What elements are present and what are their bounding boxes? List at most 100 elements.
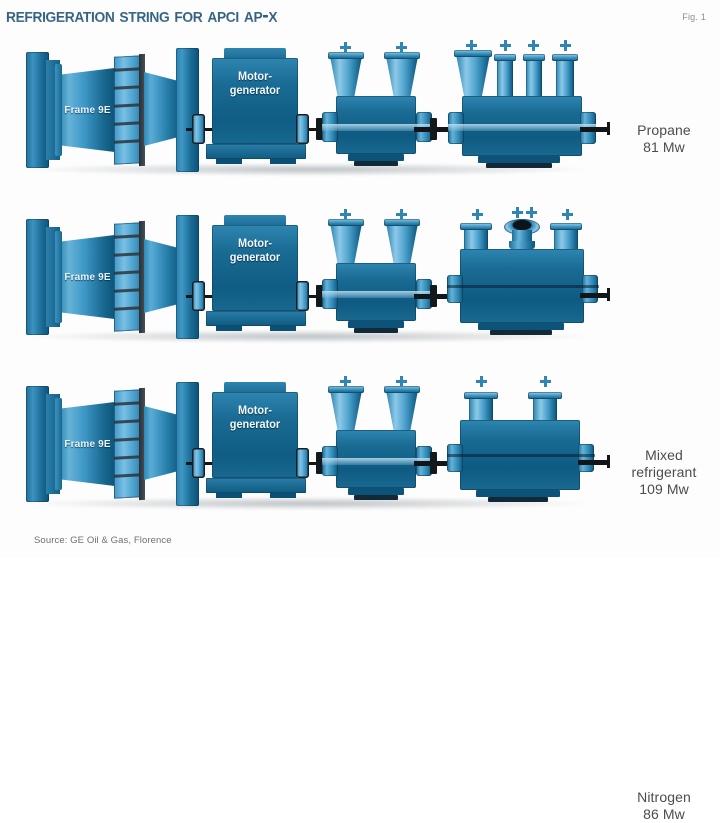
page-title: Refrigeration string for APCI AP-X [6, 4, 278, 27]
output-terminator [607, 455, 610, 468]
coupling-comp2 [430, 285, 437, 307]
ground-shadow [28, 163, 588, 176]
bearing-comp1-inlet [296, 448, 309, 478]
compressor-split-line [447, 454, 595, 457]
motorgen-body [212, 58, 298, 144]
shaft-output [580, 127, 610, 132]
figure-label: Fig. 1 [682, 12, 706, 22]
compressor-nozzle-suction [464, 392, 498, 424]
shaft-motorgen-to-comp1 [296, 128, 328, 131]
compressor-1 [322, 374, 432, 504]
shaft-motorgen-to-comp1 [296, 295, 328, 298]
output-power: 86 Mw [643, 806, 685, 822]
turbine-casing [59, 235, 115, 319]
motorgen-foot-left [216, 493, 242, 498]
compressor-soleplate [488, 497, 548, 502]
output-service-line2: refrigerant [631, 464, 697, 480]
shaft-comp1-to-comp2 [414, 294, 464, 299]
output-terminator [607, 288, 610, 301]
motorgen-baseplate [206, 311, 306, 326]
diagram-page: Refrigeration string for APCI AP-X Fig. … [0, 4, 720, 822]
compressor-split-line [447, 285, 599, 288]
compressor-nozzle-discharge [550, 223, 582, 253]
compressor-center-ring-port [504, 219, 540, 253]
compressor-1 [322, 40, 432, 170]
string-row-propane: Frame 9E Motor- generator [0, 30, 720, 190]
motorgen-body [212, 392, 298, 478]
motorgen-foot-left [216, 326, 242, 331]
turbine-blade-disc [114, 222, 142, 332]
compressor-nozzle-discharge [552, 54, 578, 100]
motorgen-foot-left [216, 159, 242, 164]
compressor-foot [348, 488, 404, 495]
motorgen-top-hood [224, 215, 286, 227]
compressor-nozzle-suction [328, 52, 364, 105]
turbine-casing-flange [55, 231, 62, 323]
coupling-comp1 [316, 452, 323, 474]
gas-turbine-frame9e: Frame 9E [26, 46, 202, 174]
nozzle-marker-plus [500, 40, 511, 51]
compressor-endcap-left [447, 275, 463, 303]
turbine-casing-flange [55, 398, 62, 490]
compressor-split-line [322, 291, 432, 298]
gas-turbine-frame9e: Frame 9E [26, 213, 202, 341]
motorgen-label-line1: Motor- [238, 405, 272, 417]
motorgen-baseplate [206, 144, 306, 159]
motorgen-label: Motor- generator [214, 70, 296, 98]
compressor-nozzle-discharge [384, 219, 420, 272]
motorgen-top-hood [224, 48, 286, 60]
compressor-nozzle-suction [454, 50, 492, 105]
compressor-nozzle-suction [328, 386, 364, 439]
compressor-nozzle-sidestream-1 [494, 54, 516, 100]
compressor-foot [478, 323, 564, 330]
machine-train-nitrogen: Frame 9E Motor- generator [0, 364, 610, 524]
compressor-endcap-right [582, 275, 598, 303]
turbine-blade-disc [114, 55, 142, 165]
compressor-split-line [448, 124, 596, 131]
compressor-nozzle-discharge [528, 392, 562, 424]
motorgen-label-line1: Motor- [238, 238, 272, 250]
motorgen-foot-right [270, 326, 296, 331]
motorgen-label-line2: generator [229, 85, 281, 97]
compressor-soleplate [354, 161, 398, 166]
string-row-mixed-refrigerant: Frame 9E Motor- generator [0, 197, 720, 497]
bearing-pedestal [192, 448, 205, 478]
nozzle-marker-plus [396, 209, 407, 220]
output-power: 81 Mw [643, 139, 685, 155]
nozzle-marker-plus [540, 376, 551, 387]
compressor-soleplate [354, 495, 398, 500]
turbine-exhaust-diffuser [144, 406, 178, 480]
ground-shadow [28, 330, 588, 343]
machine-train-propane: Frame 9E Motor- generator [0, 30, 610, 190]
compressor-endcap-right [578, 444, 594, 472]
nozzle-marker-plus [562, 209, 573, 220]
turbine-blade-disc [114, 389, 142, 499]
motorgen-label-line2: generator [229, 419, 281, 431]
compressor-soleplate [486, 163, 552, 168]
bearing-pedestal [192, 281, 205, 311]
bearing-pedestal [192, 114, 205, 144]
output-power: 109 Mw [639, 481, 689, 497]
turbine-casing [59, 402, 115, 486]
motorgen-top-hood [224, 382, 286, 394]
compressor-1 [322, 207, 432, 337]
compressor-soleplate [354, 328, 398, 333]
nozzle-marker-plus [526, 207, 537, 218]
nozzle-marker-plus [512, 207, 523, 218]
turbine-air-intake [26, 219, 49, 335]
compressor-nozzle-discharge [384, 52, 420, 105]
ground-shadow [28, 497, 588, 510]
shaft-motorgen-to-comp1 [296, 462, 328, 465]
bearing-comp1-inlet [296, 281, 309, 311]
compressor-2 [447, 374, 602, 504]
shaft-comp1-to-comp2 [414, 127, 466, 132]
turbine-exhaust-diffuser [144, 239, 178, 313]
turbine-label: Frame 9E [64, 104, 111, 116]
motor-generator: Motor- generator [206, 215, 306, 339]
compressor-split-line [322, 124, 432, 131]
output-service-line1: Mixed [645, 447, 683, 463]
nozzle-marker-plus [396, 42, 407, 53]
compressor-nozzle-suction [328, 219, 364, 272]
machine-train-mixed-refrigerant: Frame 9E Motor- generator [0, 197, 610, 357]
compressor-nozzle-suction [460, 223, 492, 253]
